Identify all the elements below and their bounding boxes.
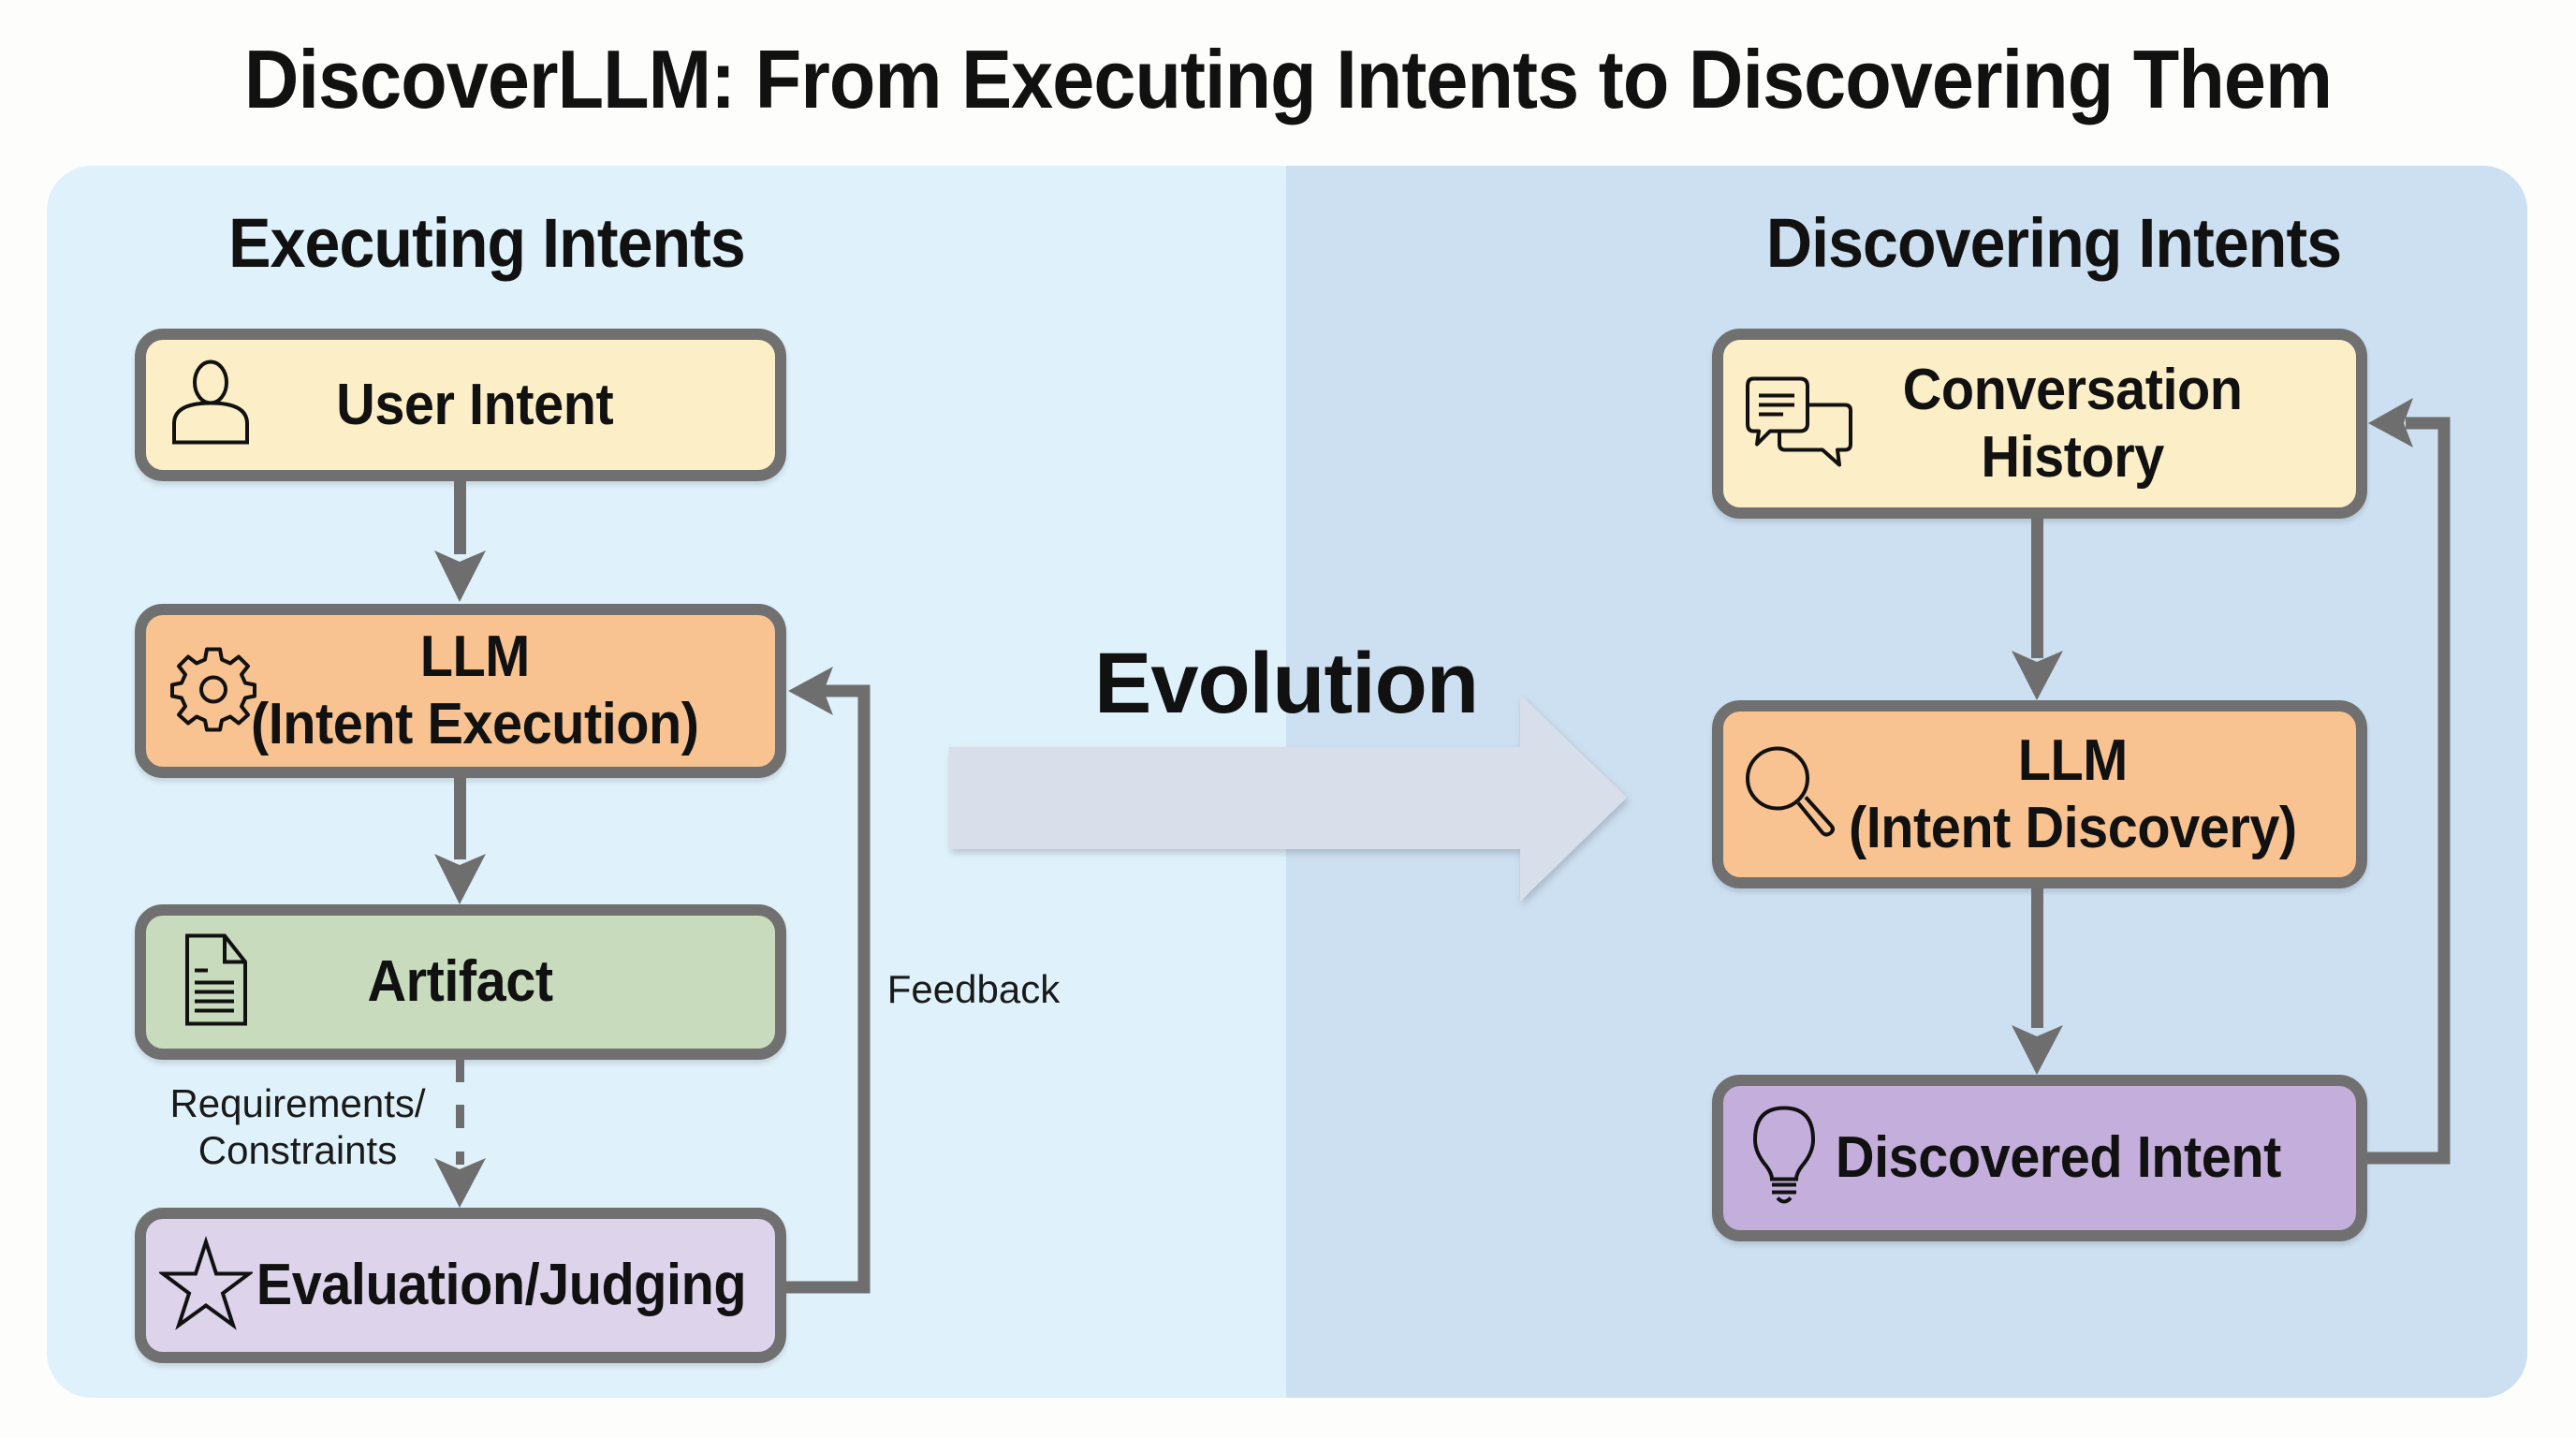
user-intent-label: User Intent: [335, 372, 614, 437]
discovered-intent-label: Discovered Intent: [1836, 1125, 2281, 1190]
user-intent-box: User Intent: [135, 329, 786, 481]
conversation-history-label-line2: History: [1981, 424, 2164, 490]
document-icon: [168, 929, 253, 1036]
artifact-label: Artifact: [367, 949, 554, 1014]
magnifier-icon: [1740, 741, 1843, 848]
requirements-constraints-label: Requirements/ Constraints: [139, 1080, 457, 1174]
conversation-history-label-line1: Conversation: [1902, 357, 2243, 422]
requirements-label-line1: Requirements/: [169, 1081, 426, 1125]
discovered-intent-box: Discovered Intent: [1712, 1075, 2367, 1241]
gear-icon: [168, 644, 258, 739]
llm-execution-label-line2: (Intent Execution): [250, 692, 699, 756]
diagram-title: DiscoverLLM: From Executing Intents to D…: [243, 33, 2333, 125]
artifact-box: Artifact: [135, 904, 786, 1060]
llm-discovery-label-line1: LLM: [2017, 727, 2128, 793]
feedback-label: Feedback: [886, 967, 1061, 1011]
executing-intents-heading: Executing Intents: [228, 204, 746, 282]
star-icon: [157, 1236, 255, 1335]
evaluation-box: Evaluation/Judging: [135, 1208, 786, 1363]
user-icon: [168, 356, 253, 454]
discovering-intents-heading: Discovering Intents: [1765, 204, 2342, 282]
llm-execution-box: LLM (Intent Execution): [135, 604, 786, 778]
requirements-label-line2: Constraints: [198, 1128, 398, 1172]
evaluation-label: Evaluation/Judging: [256, 1253, 746, 1317]
evolution-label: Evolution: [1093, 636, 1479, 731]
llm-discovery-label-line2: (Intent Discovery): [1848, 795, 2297, 860]
llm-execution-label-line1: LLM: [419, 624, 530, 689]
chat-bubbles-icon: [1744, 374, 1856, 473]
conversation-history-box: Conversation History: [1712, 329, 2367, 519]
llm-discovery-box: LLM (Intent Discovery): [1712, 700, 2367, 888]
lightbulb-icon: [1751, 1105, 1817, 1212]
